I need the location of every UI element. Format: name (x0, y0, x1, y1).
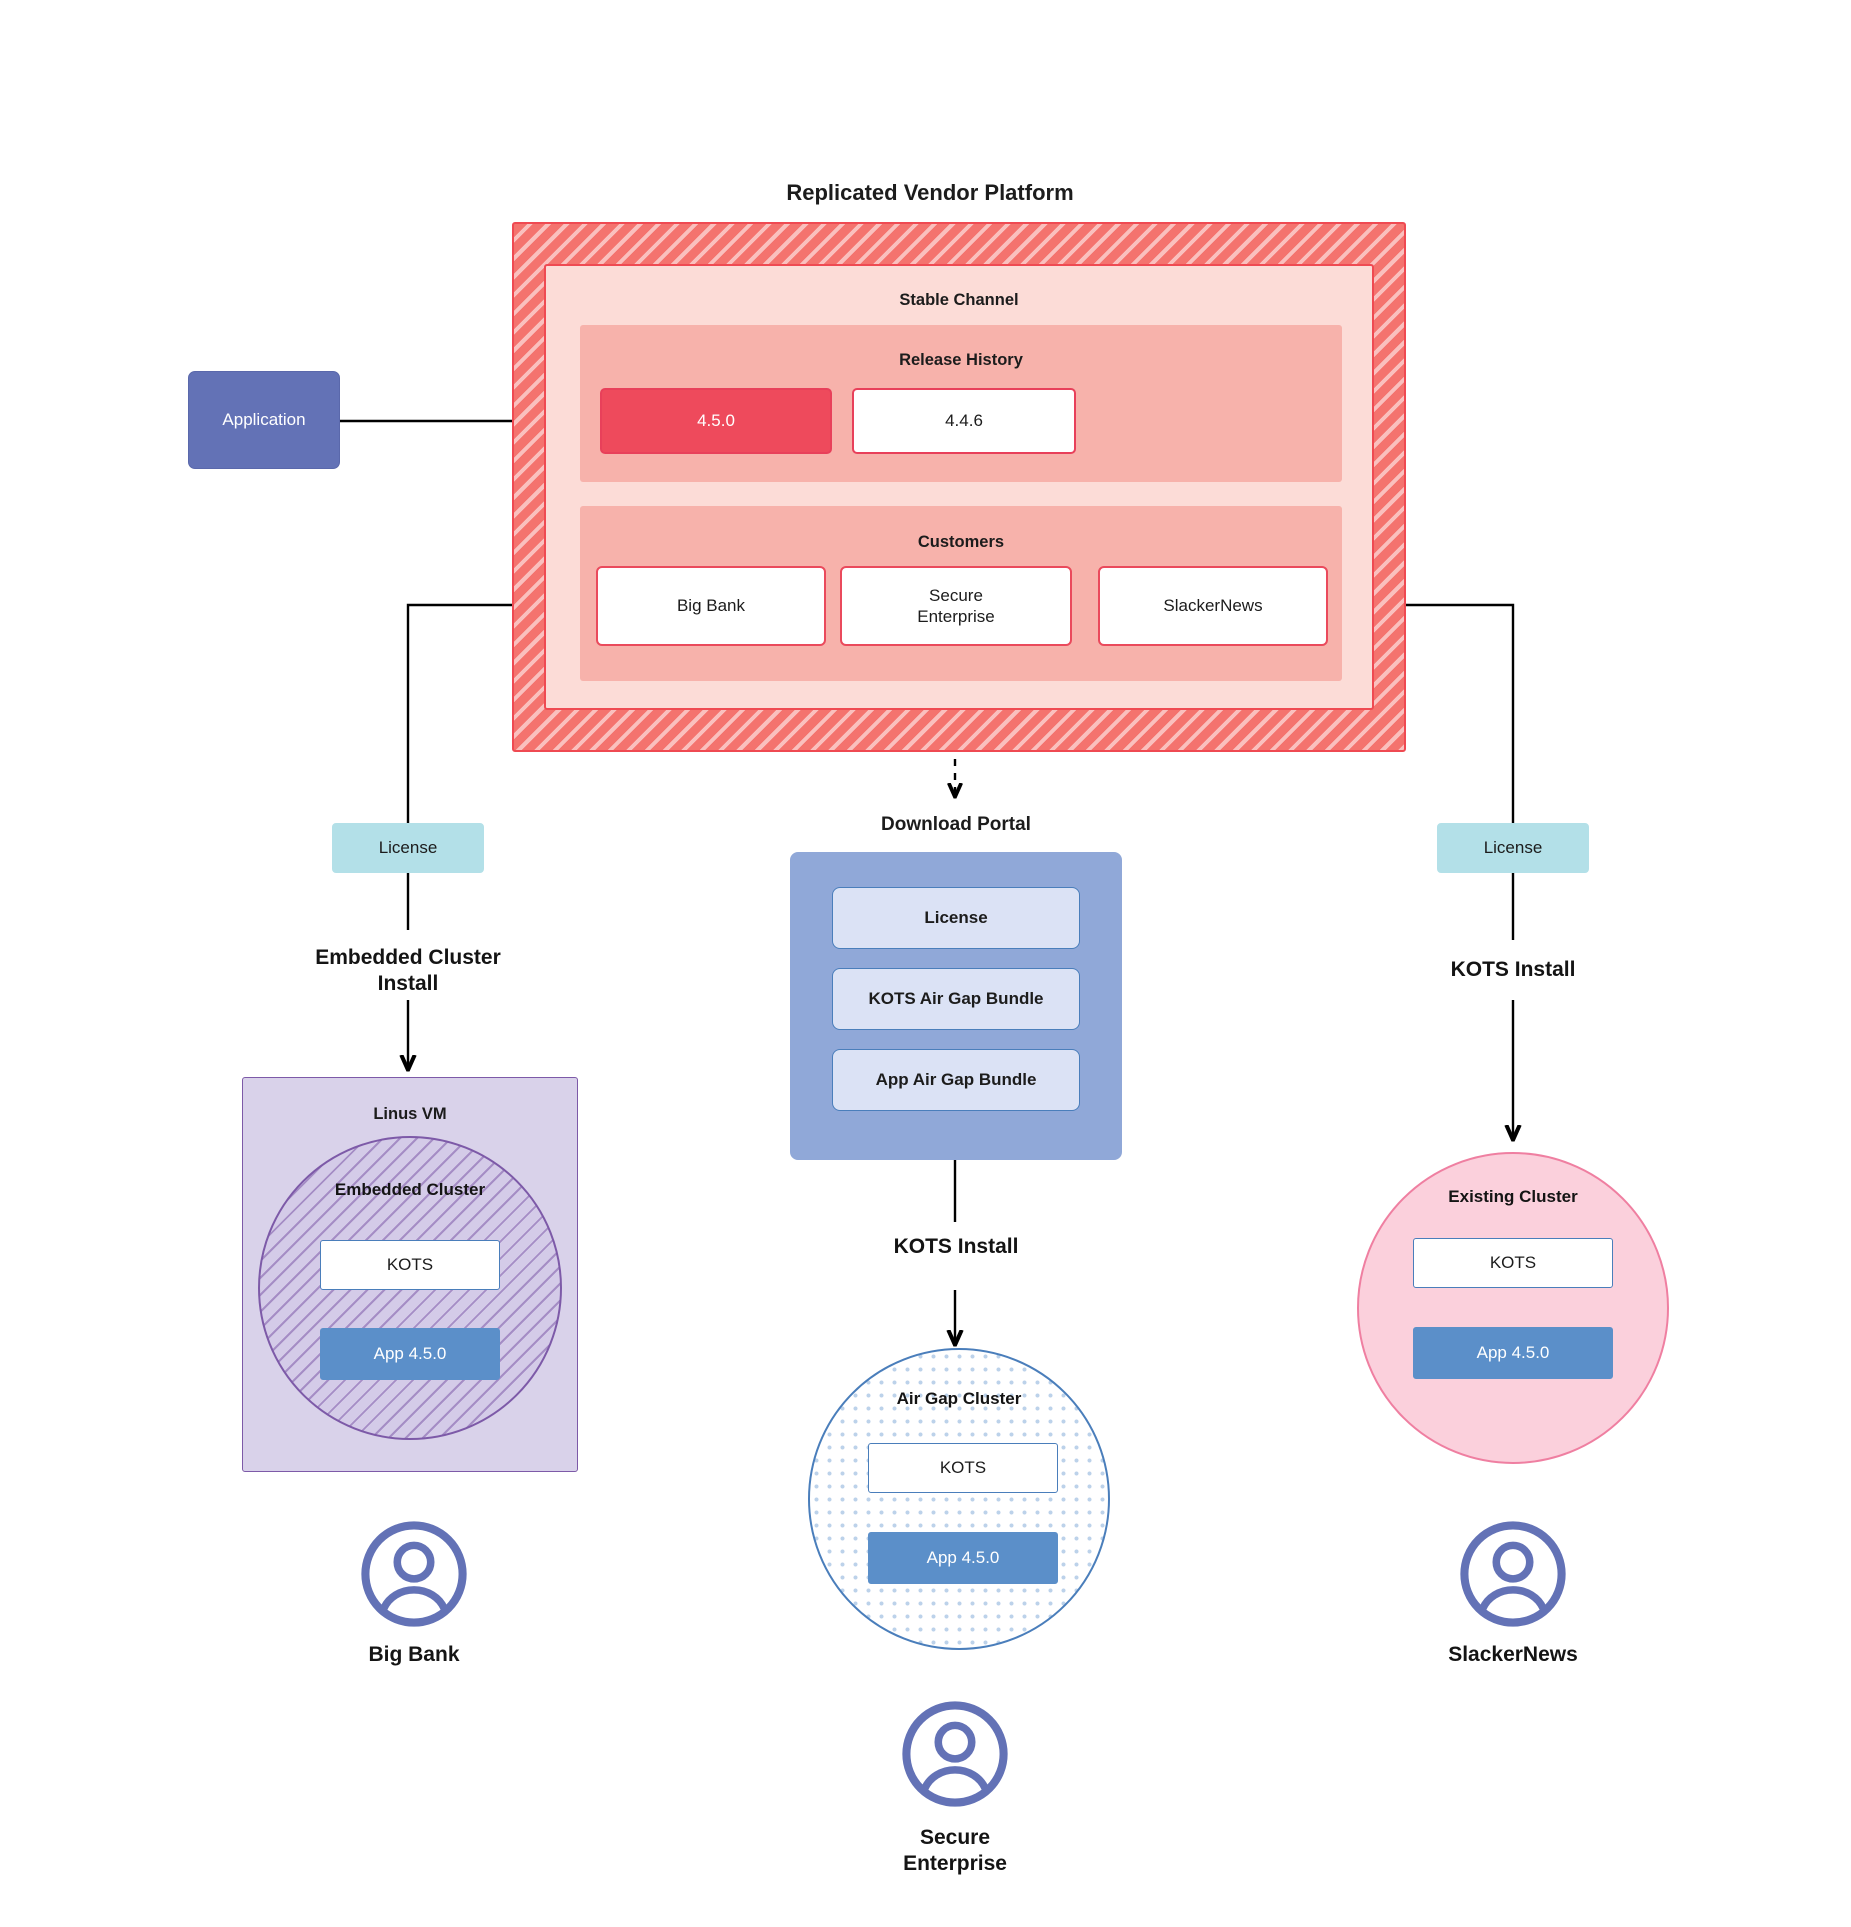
download-portal-title: Download Portal (881, 814, 1031, 836)
left-install-label: Embedded Cluster Install (315, 945, 501, 995)
center-kots-chip[interactable]: KOTS (868, 1443, 1058, 1493)
right-app-chip[interactable]: App 4.5.0 (1413, 1327, 1613, 1379)
air-gap-cluster-circle (808, 1348, 1110, 1650)
left-customer-avatar (360, 1520, 468, 1628)
right-install-label: KOTS Install (1450, 957, 1576, 981)
right-license-chip[interactable]: License (1437, 823, 1589, 873)
center-app-chip[interactable]: App 4.5.0 (868, 1532, 1058, 1584)
linux-vm-title: Linus VM (373, 1104, 447, 1123)
portal-item-license[interactable]: License (832, 887, 1080, 949)
right-customer-label: SlackerNews (1448, 1642, 1578, 1666)
right-kots-chip[interactable]: KOTS (1413, 1238, 1613, 1288)
user-avatar-icon (1460, 1521, 1566, 1627)
left-kots-chip[interactable]: KOTS (320, 1240, 500, 1290)
release-chip-previous[interactable]: 4.4.6 (852, 388, 1076, 454)
customers-title: Customers (917, 532, 1005, 551)
air-gap-cluster-title: Air Gap Cluster (896, 1389, 1022, 1409)
stable-channel-title: Stable Channel (899, 290, 1019, 309)
customer-chip-slackernews[interactable]: SlackerNews (1098, 566, 1328, 646)
release-chip-current[interactable]: 4.5.0 (600, 388, 832, 454)
left-customer-label: Big Bank (368, 1642, 460, 1666)
left-app-chip[interactable]: App 4.5.0 (320, 1328, 500, 1380)
portal-item-kots-air-gap-bundle[interactable]: KOTS Air Gap Bundle (832, 968, 1080, 1030)
customer-chip-secure-enterprise[interactable]: Secure Enterprise (840, 566, 1072, 646)
user-avatar-icon (902, 1701, 1008, 1807)
existing-cluster-circle (1357, 1152, 1669, 1464)
page-title: Replicated Vendor Platform (786, 180, 1074, 206)
center-customer-avatar (901, 1700, 1009, 1808)
user-avatar-icon (361, 1521, 467, 1627)
center-customer-label: Secure Enterprise (903, 1825, 1007, 1875)
portal-item-app-air-gap-bundle[interactable]: App Air Gap Bundle (832, 1049, 1080, 1111)
existing-cluster-title: Existing Cluster (1448, 1187, 1578, 1207)
center-install-label: KOTS Install (893, 1234, 1019, 1258)
right-customer-avatar (1459, 1520, 1567, 1628)
customer-chip-big-bank[interactable]: Big Bank (596, 566, 826, 646)
release-history-title: Release History (899, 350, 1023, 369)
embedded-cluster-title: Embedded Cluster (334, 1180, 486, 1200)
left-license-chip[interactable]: License (332, 823, 484, 873)
application-box[interactable]: Application (188, 371, 340, 469)
